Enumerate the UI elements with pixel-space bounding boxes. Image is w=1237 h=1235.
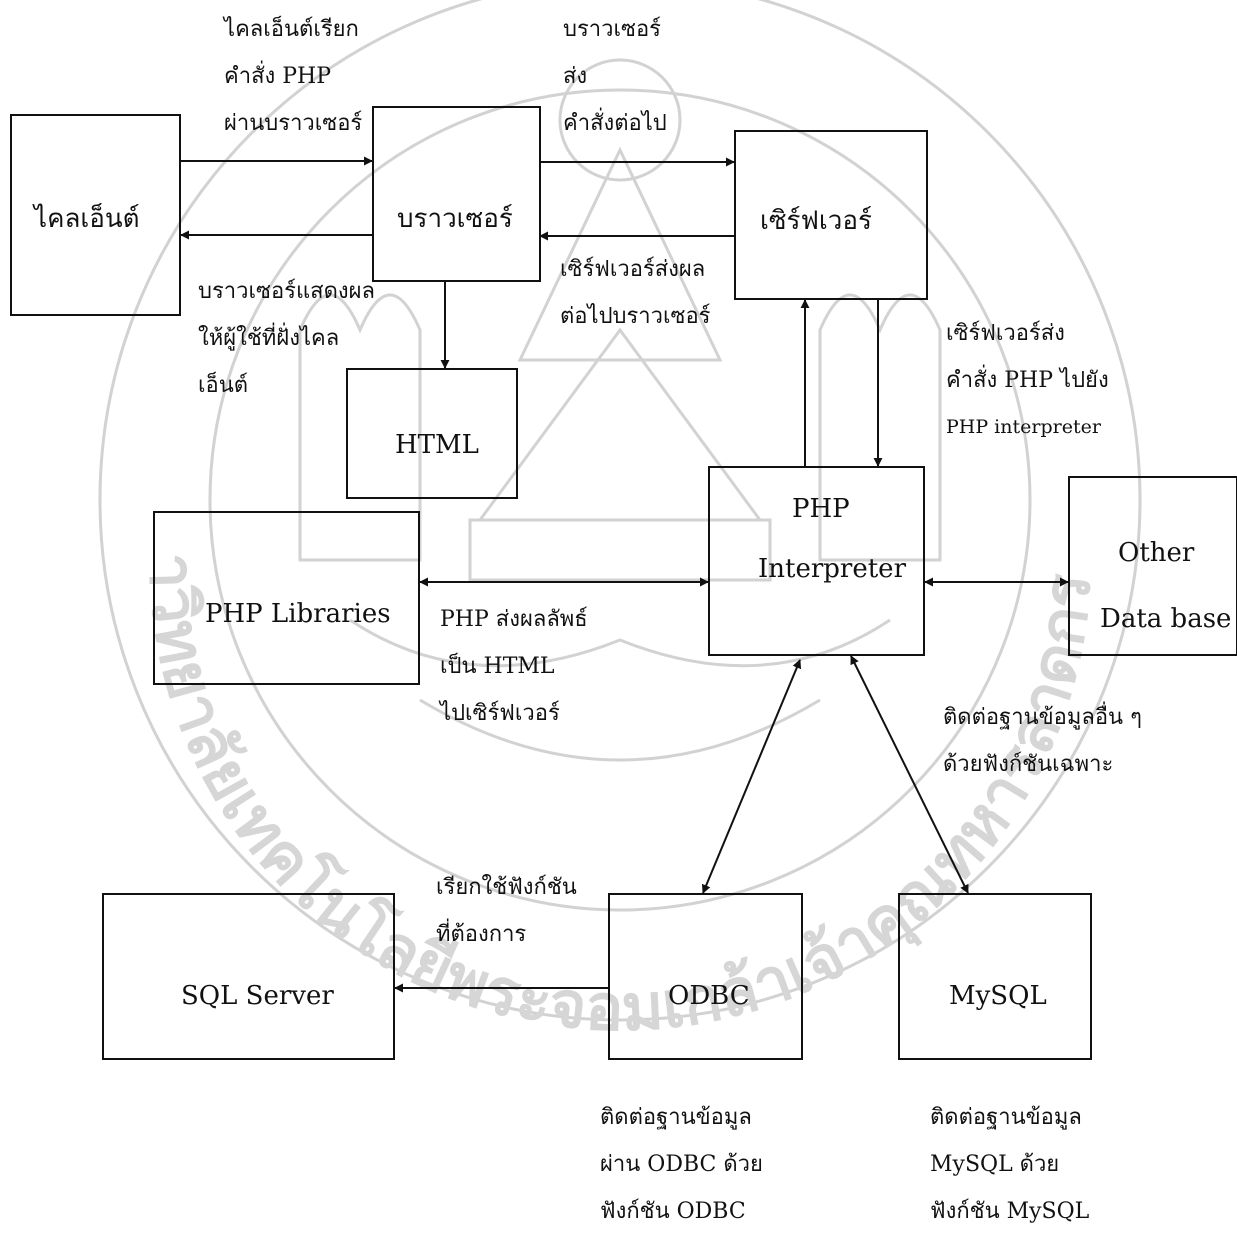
node-mysql: MySQL bbox=[898, 893, 1092, 1060]
node-other-database: Other Data base bbox=[1068, 476, 1237, 656]
annotation-other-db-connect: ติดต่อฐานข้อมูลอื่น ๆ ด้วยฟังก์ชันเฉพาะ bbox=[943, 694, 1142, 788]
annotation-line: ให้ผู้ใช้ที่ฝั่งไคล bbox=[198, 326, 340, 351]
annotation-browser-send: บราวเซอร์ ส่ง คำสั่งต่อไป bbox=[563, 6, 667, 147]
node-client: ไคลเอ็นต์ bbox=[10, 114, 181, 316]
annotation-mysql-connect: ติดต่อฐานข้อมูล MySQL ด้วย ฟังก์ชัน MySQ… bbox=[930, 1094, 1089, 1235]
node-php-interpreter: PHP Interpreter bbox=[708, 466, 925, 656]
node-php-interpreter-label-1: PHP bbox=[792, 494, 850, 524]
arrow-php-odbc bbox=[701, 659, 802, 894]
annotation-line: ฟังก์ชัน ODBC bbox=[600, 1199, 746, 1224]
node-odbc: ODBC bbox=[608, 893, 803, 1060]
annotation-line: ติดต่อฐานข้อมูล bbox=[600, 1105, 752, 1130]
annotation-line: ส่ง bbox=[563, 64, 588, 89]
node-server-label: เซิร์ฟเวอร์ bbox=[760, 206, 872, 236]
node-php-libraries-label: PHP Libraries bbox=[205, 599, 391, 629]
annotation-server-to-php: เซิร์ฟเวอร์ส่ง คำสั่ง PHP ไปยัง PHP inte… bbox=[946, 310, 1109, 451]
node-mysql-label: MySQL bbox=[949, 981, 1047, 1011]
arrow-php-mysql bbox=[850, 655, 969, 894]
node-php-interpreter-label-2: Interpreter bbox=[758, 554, 907, 584]
node-client-label: ไคลเอ็นต์ bbox=[34, 204, 140, 234]
node-odbc-label: ODBC bbox=[668, 981, 750, 1011]
node-server: เซิร์ฟเวอร์ bbox=[734, 130, 928, 300]
annotation-line: เซิร์ฟเวอร์ส่ง bbox=[946, 321, 1065, 346]
annotation-line: ไปเซิร์ฟเวอร์ bbox=[440, 701, 560, 726]
node-other-database-label-2: Data base bbox=[1100, 604, 1232, 634]
annotation-line: บราวเซอร์แสดงผล bbox=[198, 279, 375, 304]
annotation-line: ผ่าน ODBC ด้วย bbox=[600, 1152, 763, 1177]
annotation-line: บราวเซอร์ bbox=[563, 17, 661, 42]
node-html: HTML bbox=[346, 368, 518, 499]
annotation-line: เป็น HTML bbox=[440, 654, 555, 679]
node-sql-server: SQL Server bbox=[102, 893, 395, 1060]
annotation-server-return: เซิร์ฟเวอร์ส่งผล ต่อไปบราวเซอร์ bbox=[560, 246, 711, 340]
node-other-database-label-1: Other bbox=[1118, 538, 1195, 568]
annotation-odbc-connect: ติดต่อฐานข้อมูล ผ่าน ODBC ด้วย ฟังก์ชัน … bbox=[600, 1094, 763, 1235]
annotation-line: คำสั่ง PHP ไปยัง bbox=[946, 368, 1109, 393]
node-browser-label: บราวเซอร์ bbox=[397, 204, 513, 234]
annotation-line: เรียกใช้ฟังก์ชัน bbox=[436, 875, 577, 900]
annotation-line: ที่ต้องการ bbox=[436, 922, 527, 947]
annotation-line: คำสั่ง PHP bbox=[224, 64, 332, 89]
annotation-line: ต่อไปบราวเซอร์ bbox=[560, 304, 711, 329]
annotation-php-result: PHP ส่งผลลัพธ์ เป็น HTML ไปเซิร์ฟเวอร์ bbox=[440, 596, 588, 737]
annotation-line: เซิร์ฟเวอร์ส่งผล bbox=[560, 257, 706, 282]
annotation-line: ติดต่อฐานข้อมูล bbox=[930, 1105, 1082, 1130]
annotation-line: PHP interpreter bbox=[946, 416, 1101, 438]
node-browser: บราวเซอร์ bbox=[372, 106, 541, 282]
annotation-line: PHP ส่งผลลัพธ์ bbox=[440, 607, 588, 632]
annotation-line: ติดต่อฐานข้อมูลอื่น ๆ bbox=[943, 705, 1142, 730]
annotation-line: ฟังก์ชัน MySQL bbox=[930, 1199, 1090, 1224]
annotation-browser-display: บราวเซอร์แสดงผล ให้ผู้ใช้ที่ฝั่งไคล เอ็น… bbox=[198, 268, 375, 409]
annotation-line: MySQL ด้วย bbox=[930, 1152, 1060, 1177]
annotation-line: ผ่านบราวเซอร์ bbox=[224, 111, 363, 136]
annotation-line: คำสั่งต่อไป bbox=[563, 111, 667, 136]
annotation-line: ด้วยฟังก์ชันเฉพาะ bbox=[943, 752, 1114, 777]
node-php-libraries: PHP Libraries bbox=[153, 511, 420, 685]
annotation-line: ไคลเอ็นต์เรียก bbox=[224, 17, 359, 42]
annotation-line: เอ็นต์ bbox=[198, 373, 249, 398]
annotation-call-function: เรียกใช้ฟังก์ชัน ที่ต้องการ bbox=[436, 864, 577, 958]
node-html-label: HTML bbox=[395, 430, 479, 460]
node-sql-server-label: SQL Server bbox=[181, 981, 334, 1011]
annotation-client-request: ไคลเอ็นต์เรียก คำสั่ง PHP ผ่านบราวเซอร์ bbox=[224, 6, 362, 147]
